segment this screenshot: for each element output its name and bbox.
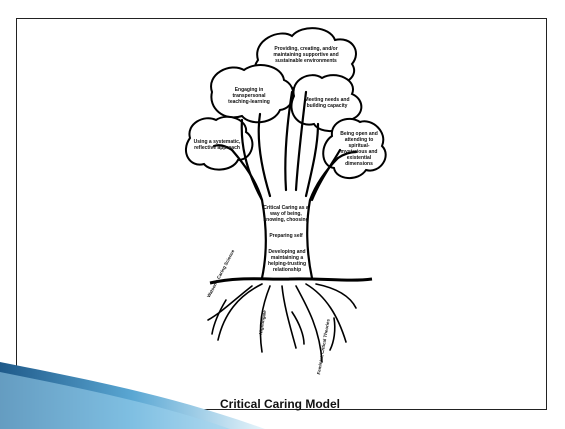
- label-left-branch: Using a systematic, reflective approach: [192, 139, 242, 151]
- slide-title: Critical Caring Model: [200, 397, 360, 411]
- branch-left-inner-2: [259, 114, 270, 196]
- corner-swoosh-highlight: [0, 372, 230, 429]
- label-trunk-preparing-self: Preparing self: [268, 233, 304, 239]
- label-right-branch: Being open and attending to spiritual-my…: [336, 131, 382, 167]
- root-4: [282, 286, 296, 348]
- label-upper-left-branch: Engaging in transpersonal teaching-learn…: [224, 87, 274, 105]
- label-trunk-critical-caring: Critical Caring as a way of being, knowi…: [262, 205, 310, 223]
- label-trunk-relationship: Developing and maintaining a helping-tru…: [262, 249, 312, 273]
- ground-line: [210, 279, 372, 283]
- root-10: [330, 318, 335, 350]
- root-5: [296, 286, 322, 362]
- root-2: [208, 286, 252, 320]
- root-1: [218, 284, 262, 340]
- label-upper-right-branch: Meeting needs and building capacity: [304, 97, 350, 109]
- label-top-branch: Providing, creating, and/or maintaining …: [264, 46, 348, 64]
